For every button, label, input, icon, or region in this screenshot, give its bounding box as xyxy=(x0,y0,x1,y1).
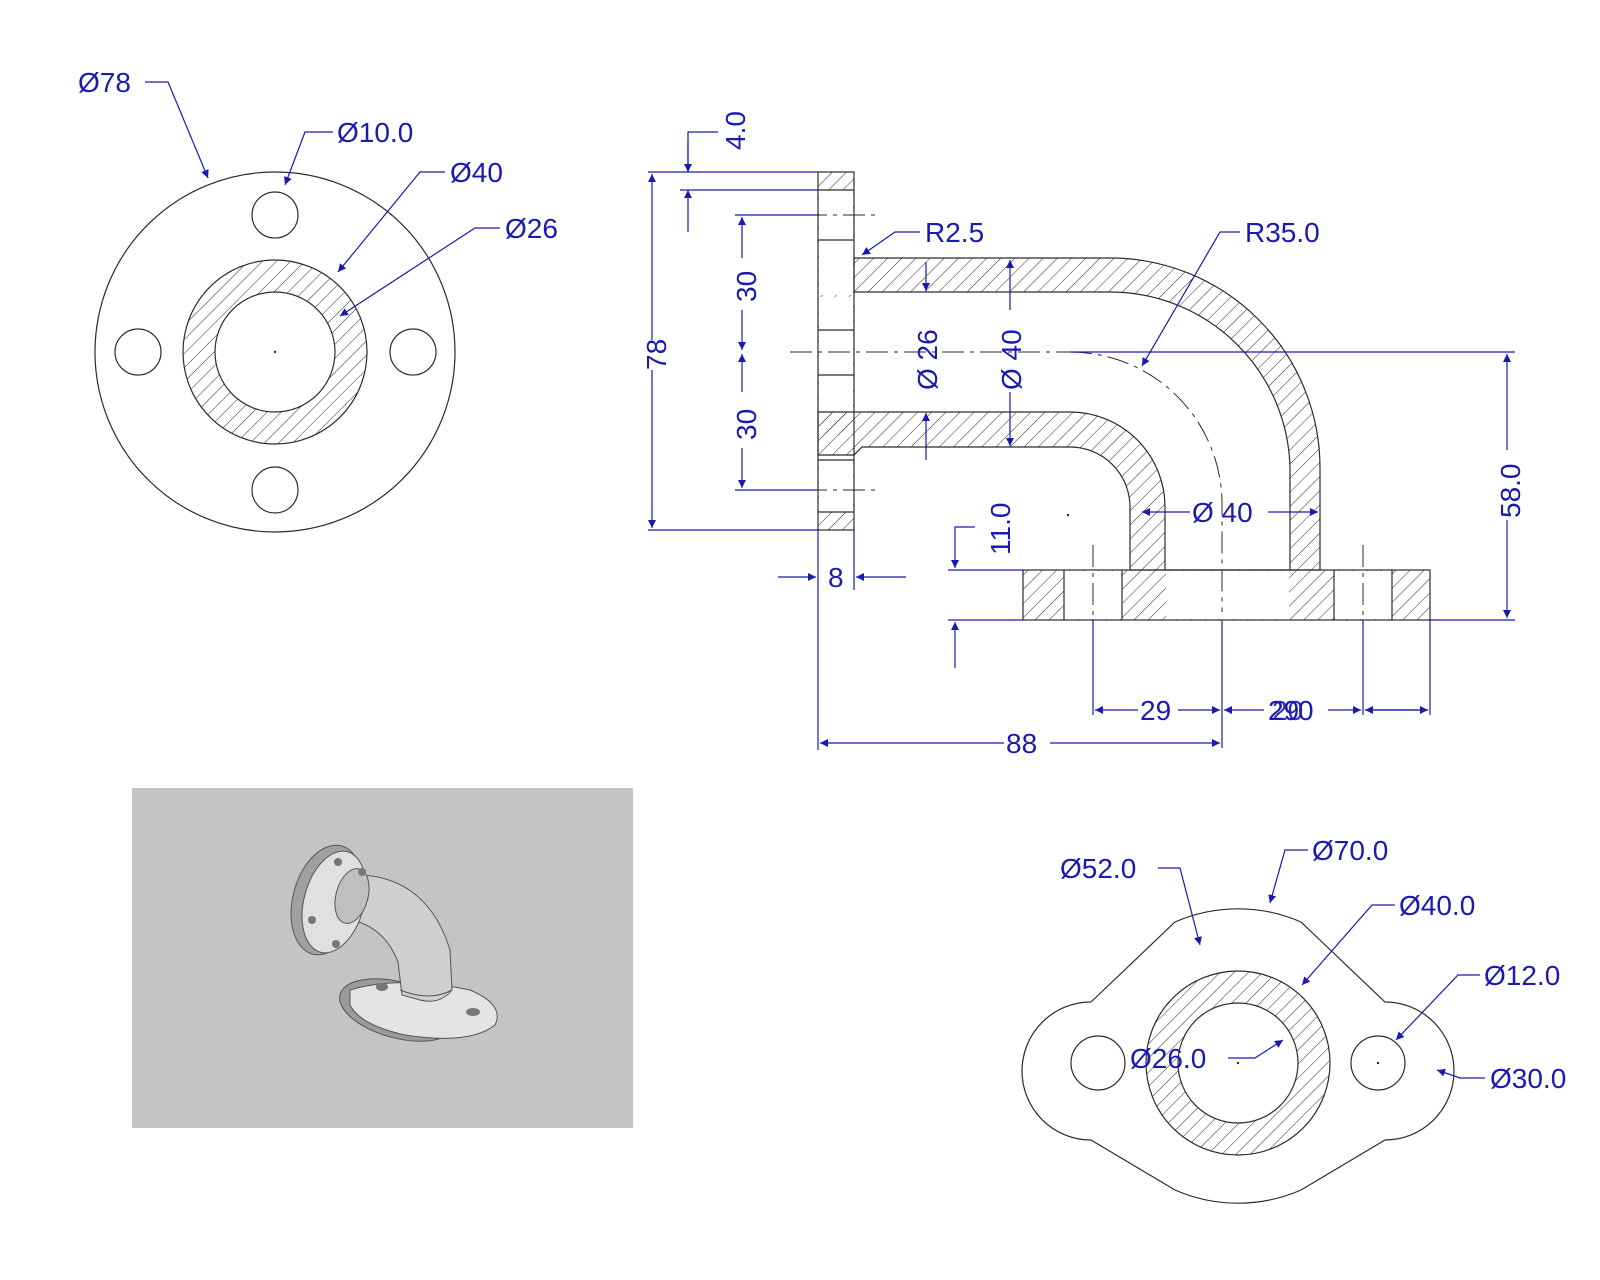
label-outer-diameter: Ø78 xyxy=(78,67,131,98)
label-bore-outer-diameter: Ø40.0 xyxy=(1399,890,1475,921)
label-vertical-height: 58.0 xyxy=(1495,464,1526,519)
leader-bore-outer xyxy=(337,171,445,273)
bolt-hole-left xyxy=(1070,1035,1126,1091)
label-inner-diameter-horizontal: Ø 26 xyxy=(912,329,943,390)
bolt-hole-left xyxy=(114,328,162,376)
leader-bore-inner xyxy=(339,227,500,317)
outer-pipe-wall xyxy=(853,257,1321,571)
leader-outer-diameter xyxy=(145,81,209,179)
label-bolt-offset-upper: 30 xyxy=(731,271,762,302)
label-flange-height: 78 xyxy=(641,339,672,370)
bottom-flange-view: Ø52.0 Ø70.0 Ø40.0 Ø12.0 Ø26.0 Ø30.0 xyxy=(1021,835,1566,1204)
label-bend-radius: R35.0 xyxy=(1245,217,1320,248)
label-bolt-to-center: 29 xyxy=(1140,695,1171,726)
bolt-hole-bottom xyxy=(251,466,299,514)
label-center-to-bolt-a: 29 xyxy=(1268,695,1299,726)
bore-wall-hatched xyxy=(1145,970,1331,1156)
label-bolt-hole: Ø10.0 xyxy=(337,117,413,148)
center-point xyxy=(273,350,277,354)
flange-outline xyxy=(1021,908,1455,1204)
label-fillet-radius: R2.5 xyxy=(925,217,984,248)
preview-background xyxy=(132,788,633,1128)
label-overall-length: 88 xyxy=(1006,728,1037,759)
label-lobe-diameter: Ø30.0 xyxy=(1490,1063,1566,1094)
label-base-flange-thickness: 11.0 xyxy=(985,503,1016,555)
label-bore-outer: Ø40 xyxy=(450,157,503,188)
flange-outer-circle xyxy=(94,171,456,533)
bore-opening xyxy=(819,297,853,412)
section-view: 4.0 R2.5 R35.0 78 30 30 Ø 26 Ø 40 Ø xyxy=(641,111,1526,759)
label-bore-inner: Ø26 xyxy=(505,213,558,244)
front-flange-view: Ø78 Ø10.0 Ø40 Ø26 xyxy=(78,67,558,533)
label-center-to-bolt-b: 0 xyxy=(1298,695,1314,726)
label-outer-diameter: Ø70.0 xyxy=(1312,835,1388,866)
bolt-hole-right xyxy=(1350,1035,1406,1091)
bore-wall-hatched xyxy=(182,259,368,445)
upper-bore-gap xyxy=(819,190,853,295)
label-bore-inner-diameter: Ø26.0 xyxy=(1130,1043,1206,1074)
label-bolt-spacing-diameter: Ø52.0 xyxy=(1060,853,1136,884)
label-outer-diameter-horizontal: Ø 40 xyxy=(996,329,1027,390)
leader-bolt-hole xyxy=(284,131,333,186)
dim-line-4 xyxy=(687,131,718,172)
label-bolt-hole-diameter: Ø12.0 xyxy=(1484,960,1560,991)
bolt-hole-right xyxy=(389,328,437,376)
label-bolt-to-edge: 20 xyxy=(1272,695,1303,726)
bolt-hole-top xyxy=(251,191,299,239)
label-bolt-offset-lower: 30 xyxy=(731,409,762,440)
isometric-preview xyxy=(132,788,633,1128)
label-flange-thickness-top: 4.0 xyxy=(720,111,751,150)
label-flange-thickness: 8 xyxy=(828,562,844,593)
label-outer-diameter-vertical: Ø 40 xyxy=(1192,497,1253,528)
pipe-elbow-model xyxy=(290,844,498,1042)
